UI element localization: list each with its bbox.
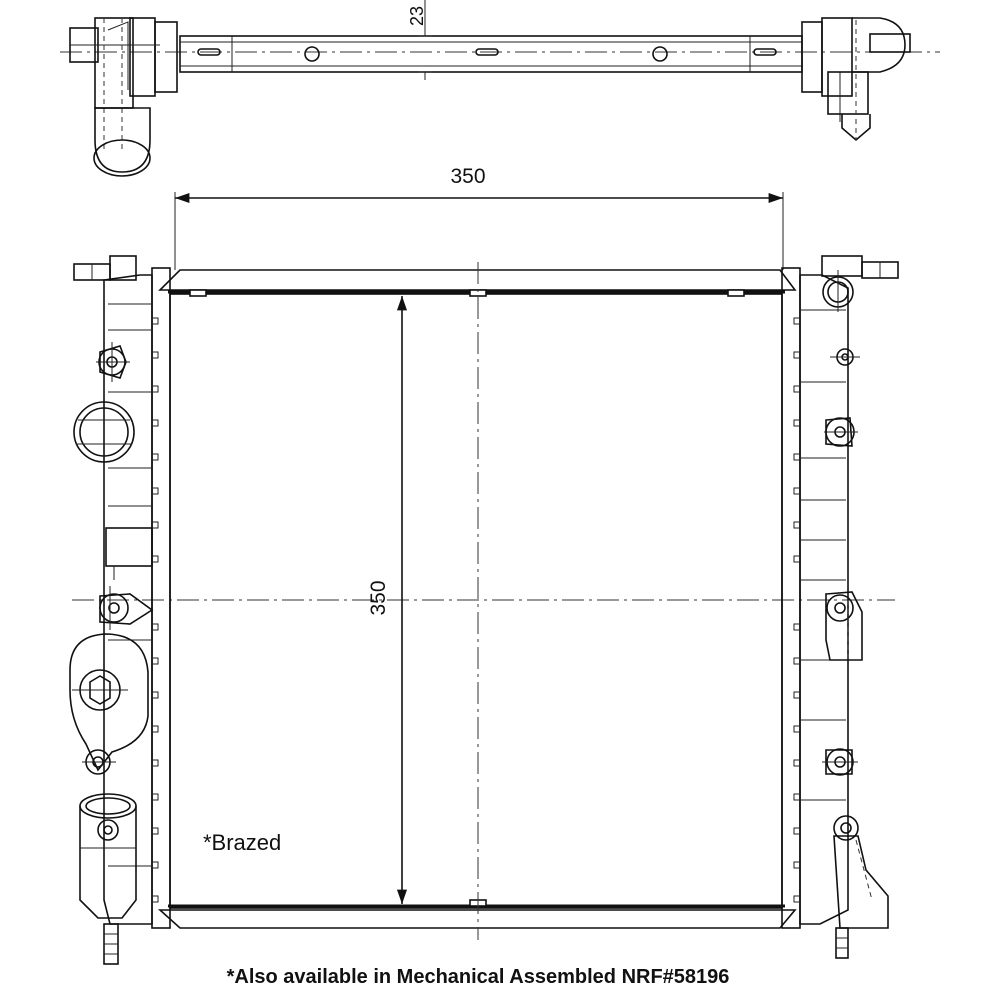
left-tank (69, 255, 171, 965)
dim-width-line (174, 192, 784, 270)
top-view: 23 (60, 0, 940, 177)
note-brazed: *Brazed (203, 830, 281, 855)
right-tank (781, 255, 899, 959)
dim-width: 350 (450, 165, 485, 188)
front-view: 350 350 (69, 165, 899, 965)
dim-height: 350 (367, 580, 390, 615)
dim-thickness: 23 (407, 6, 427, 26)
note-mechanical-assembled: *Also available in Mechanical Assembled … (227, 966, 730, 988)
